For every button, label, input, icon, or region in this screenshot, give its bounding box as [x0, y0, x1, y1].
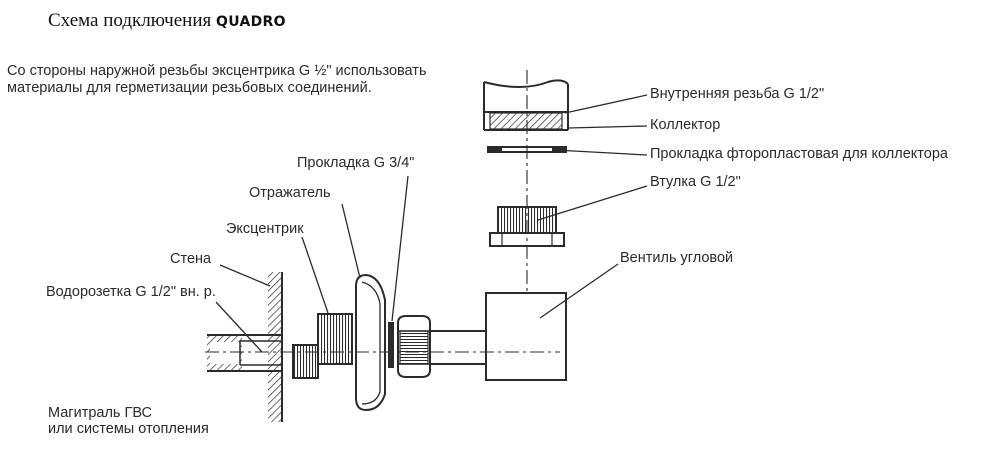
- gasket-34: [388, 322, 394, 368]
- eccentric: [292, 313, 353, 379]
- angle-valve: [430, 292, 567, 381]
- label-eccentric: Эксцентрик: [226, 221, 304, 237]
- center-lines: [205, 70, 560, 353]
- brand-name: QUADRO: [216, 14, 286, 30]
- label-main-line-2: или системы отопления: [48, 421, 209, 437]
- collector: [483, 79, 569, 131]
- label-main-line-1: Магитраль ГВС: [48, 405, 153, 421]
- label-reflector: Отражатель: [249, 185, 331, 201]
- label-water-socket: Водорозетка G 1/2" вн. р.: [46, 284, 216, 300]
- label-angle-valve: Вентиль угловой: [620, 250, 734, 266]
- wall: [268, 272, 283, 422]
- title-text: Схема подключения: [48, 10, 212, 31]
- label-wall: Стена: [170, 251, 212, 267]
- label-collector: Коллектор: [650, 117, 721, 133]
- label-sleeve: Втулка G 1/2": [650, 174, 741, 190]
- label-gasket-34: Прокладка G 3/4": [297, 155, 415, 171]
- diagram-title: Схема подключения QUADRO: [48, 10, 286, 31]
- label-inner-thread: Внутренняя резьба G 1/2": [650, 86, 825, 102]
- leader-lines: [215, 94, 648, 353]
- union-nut: [397, 315, 431, 378]
- label-ptfe-gasket: Прокладка фторопластовая для коллектора: [650, 146, 948, 162]
- sealing-note: Со стороны наружной резьбы эксцентрика G…: [7, 63, 427, 96]
- water-socket-pipe: [207, 334, 282, 372]
- reflector: [355, 273, 386, 412]
